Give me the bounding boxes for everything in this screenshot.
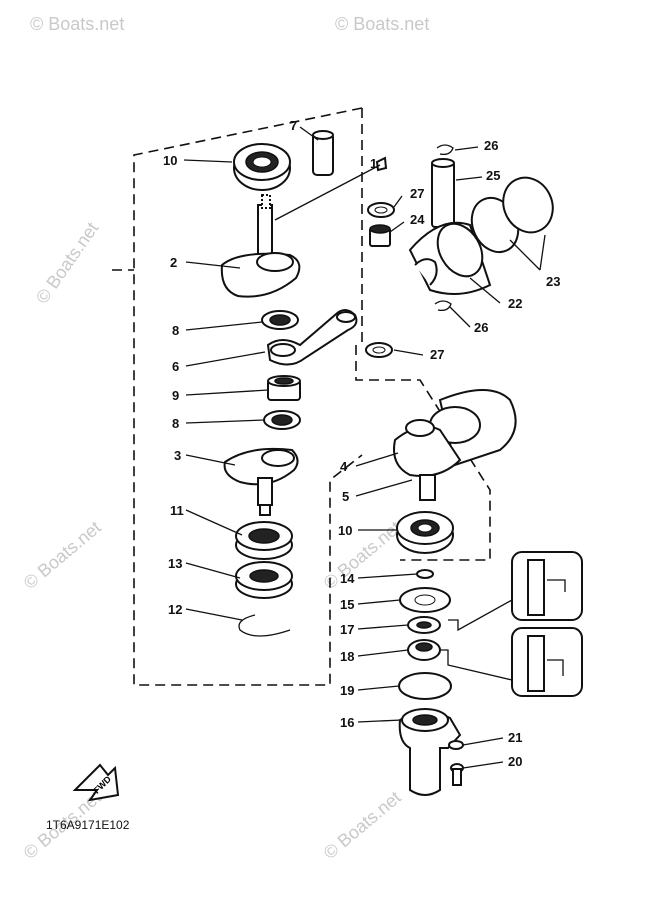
circlip-12 bbox=[238, 614, 291, 637]
callout-8: 8 bbox=[172, 323, 179, 338]
needle-roller-9 bbox=[267, 375, 301, 401]
washer-27-bottom bbox=[365, 342, 393, 358]
bearing-11 bbox=[235, 521, 293, 560]
callout-22: 22 bbox=[508, 296, 522, 311]
callout-13: 13 bbox=[168, 556, 182, 571]
callout-21: 21 bbox=[508, 730, 522, 745]
callout-26: 26 bbox=[484, 138, 498, 153]
inset-leader-top bbox=[448, 599, 513, 632]
pin-7 bbox=[312, 130, 334, 176]
oil-seal-13 bbox=[235, 561, 293, 599]
watermark-text: © Boats.net bbox=[320, 787, 405, 863]
callout-4: 4 bbox=[340, 459, 348, 474]
clip-26-top bbox=[436, 144, 454, 156]
seal-18 bbox=[407, 639, 441, 661]
callout-27: 27 bbox=[410, 186, 424, 201]
callout-25: 25 bbox=[486, 168, 500, 183]
o-ring-14 bbox=[416, 569, 434, 579]
callout-16: 16 bbox=[340, 715, 354, 730]
watermark-text: © Boats.net bbox=[32, 219, 102, 308]
callout-6: 6 bbox=[172, 359, 179, 374]
watermark-text: © Boats.net bbox=[30, 14, 124, 34]
clip-26-bottom bbox=[434, 300, 452, 312]
washer-27-top bbox=[367, 202, 395, 218]
crankshaft-upper-2 bbox=[220, 194, 301, 298]
bearing-10-bottom bbox=[396, 511, 454, 554]
callout-26: 26 bbox=[474, 320, 488, 335]
needle-bearing-24 bbox=[369, 224, 391, 247]
callout-3: 3 bbox=[174, 448, 181, 463]
key-1 bbox=[375, 156, 388, 172]
callout-8: 8 bbox=[172, 416, 179, 431]
fwd-arrow-icon: FWD bbox=[72, 763, 120, 802]
washer-21 bbox=[448, 740, 464, 750]
watermark-text: © Boats.net bbox=[20, 517, 105, 593]
callout-2: 2 bbox=[170, 255, 177, 270]
callout-17: 17 bbox=[340, 622, 354, 637]
needle-bearing-8-top bbox=[261, 310, 299, 330]
callout-18: 18 bbox=[340, 649, 354, 664]
watermarks: © Boats.net © Boats.net © Boats.net © Bo… bbox=[20, 14, 430, 863]
crankshaft-lower-3 bbox=[223, 447, 299, 516]
needle-bearing-8-bottom bbox=[263, 410, 301, 430]
callout-12: 12 bbox=[168, 602, 182, 617]
callout-20: 20 bbox=[508, 754, 522, 769]
callout-10: 10 bbox=[163, 153, 177, 168]
callout-11: 11 bbox=[170, 503, 184, 518]
piston-22 bbox=[408, 221, 492, 295]
callouts: 7 10 2 8 6 9 8 3 11 13 12 26 25 27 24 23… bbox=[163, 118, 560, 769]
seal-17 bbox=[407, 616, 441, 634]
bolt-20 bbox=[450, 763, 464, 786]
callout-15: 15 bbox=[340, 597, 354, 612]
o-ring-19 bbox=[398, 672, 452, 700]
callout-10: 10 bbox=[338, 523, 352, 538]
connecting-rod-6 bbox=[266, 309, 358, 366]
callout-1: 1 bbox=[370, 156, 377, 171]
callout-23: 23 bbox=[546, 274, 560, 289]
callout-27: 27 bbox=[430, 347, 444, 362]
callout-19: 19 bbox=[340, 683, 354, 698]
washer-15 bbox=[399, 587, 451, 613]
bearing-10-top bbox=[233, 143, 291, 191]
callout-5: 5 bbox=[342, 489, 349, 504]
piston-pin-25 bbox=[431, 158, 455, 228]
callout-7: 7 bbox=[290, 118, 297, 133]
leader-lines bbox=[183, 126, 546, 769]
housing-16 bbox=[398, 708, 462, 796]
callout-9: 9 bbox=[172, 388, 179, 403]
detail-inset-bottom bbox=[511, 627, 583, 697]
watermark-text: © Boats.net bbox=[320, 517, 405, 593]
callout-24: 24 bbox=[410, 212, 425, 227]
diagram-code: 1T6A9171E102 bbox=[46, 818, 130, 832]
piston-rod-assembly-4-5 bbox=[393, 389, 517, 501]
callout-14: 14 bbox=[340, 571, 355, 586]
piston-rings-23 bbox=[470, 176, 554, 254]
inset-leader-bottom bbox=[440, 649, 513, 681]
assembly-boundary-left bbox=[133, 107, 363, 686]
detail-inset-top bbox=[511, 551, 583, 621]
watermark-text: © Boats.net bbox=[335, 14, 429, 34]
